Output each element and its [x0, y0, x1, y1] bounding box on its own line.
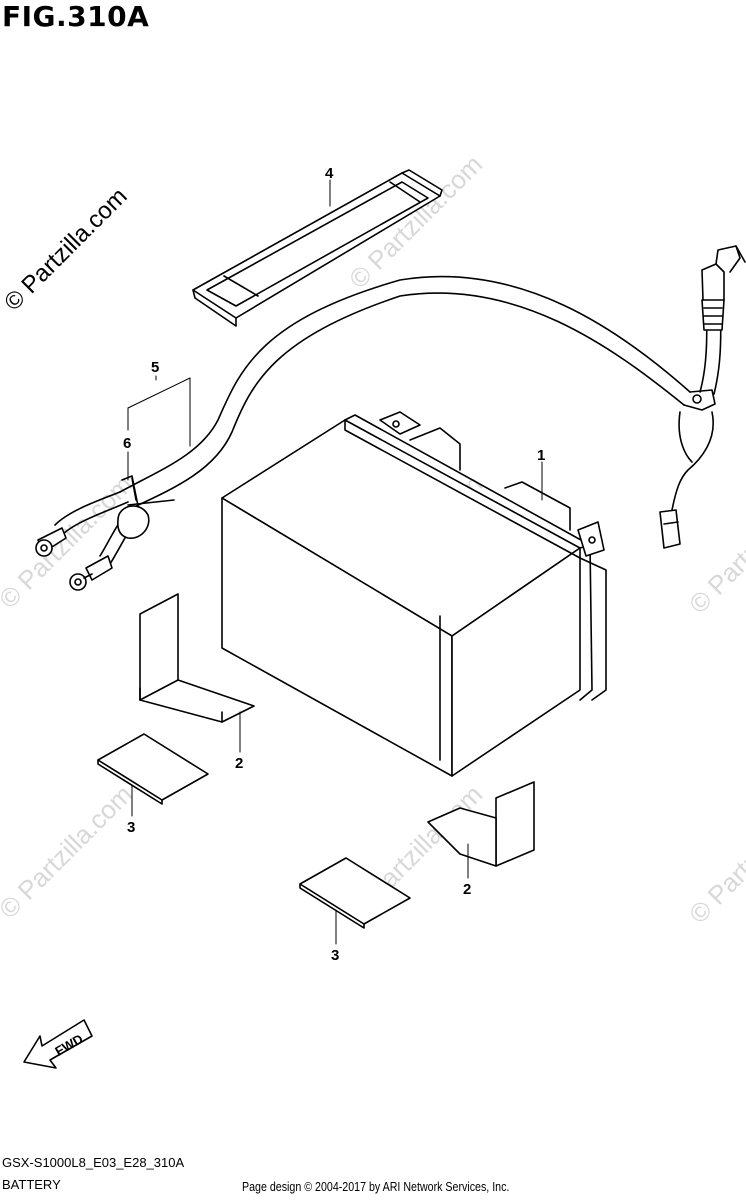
- leader-lines: [127, 179, 543, 945]
- terminal-cover: [117, 475, 150, 539]
- watermark-repeat: © Partzilla.com: [0, 469, 138, 614]
- page-credit: Page design © 2004-2017 by ARI Network S…: [242, 1179, 510, 1194]
- fwd-arrow: FWD: [23, 1019, 93, 1069]
- watermark-repeat: © Partzilla.com: [683, 474, 746, 619]
- battery-pad-a: [139, 593, 255, 723]
- battery-cable: [35, 245, 746, 591]
- watermark-main: © Partzilla.com: [0, 183, 133, 316]
- callout-2-left: 2: [235, 755, 243, 772]
- spacer-pad-a: [97, 733, 209, 805]
- callout-5: 5: [151, 359, 159, 376]
- model-code: GSX-S1000L8_E03_E28_310A: [2, 1155, 185, 1170]
- section-name: BATTERY: [2, 1177, 61, 1192]
- callout-6: 6: [123, 435, 131, 452]
- callout-4: 4: [325, 165, 334, 182]
- battery-pad-b: [427, 781, 535, 867]
- battery: [221, 411, 607, 777]
- callout-2-right: 2: [463, 881, 471, 898]
- callout-3-right: 3: [331, 947, 339, 964]
- callout-1: 1: [537, 447, 545, 464]
- watermark-repeat: © Partzilla.com: [683, 784, 746, 929]
- spacer-pad-b: [299, 857, 411, 929]
- watermark-repeat: © Partzilla.com: [0, 779, 138, 924]
- battery-strap: [192, 169, 443, 327]
- figure-title: FIG.310A: [2, 0, 150, 33]
- callout-3-left: 3: [127, 819, 135, 836]
